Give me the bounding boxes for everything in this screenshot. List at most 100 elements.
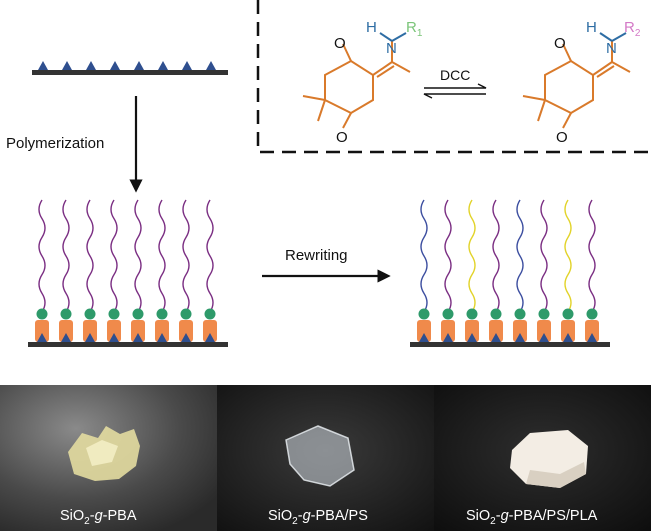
polymer-chain <box>86 199 94 313</box>
substrate-bar <box>28 342 228 347</box>
polymer-chain <box>158 199 166 313</box>
anchor-bead <box>36 308 48 320</box>
linker-block <box>465 320 479 342</box>
initiator-triangle <box>205 333 215 342</box>
anchor-bead <box>180 308 192 320</box>
linker-block <box>203 320 217 342</box>
linker-block <box>59 320 73 342</box>
initiator-triangle <box>38 61 48 70</box>
ring-left <box>324 59 374 115</box>
initiator-triangle <box>158 61 168 70</box>
grafted-surface-initial <box>28 199 228 347</box>
nr-bond-left <box>391 32 407 42</box>
polymer-chain <box>420 199 428 313</box>
nr-bond-right <box>611 32 627 42</box>
hydrogen-left: H <box>366 19 377 36</box>
initiator-triangle <box>419 333 429 342</box>
polymer-chain <box>444 199 452 313</box>
anchor-bead <box>108 308 120 320</box>
initiator-triangle <box>85 333 95 342</box>
linker-block <box>513 320 527 342</box>
sample-pba-ps-pla-shade <box>526 462 586 488</box>
polymer-chain <box>182 199 190 313</box>
linker-block <box>489 320 503 342</box>
polymer-chain <box>492 199 500 313</box>
caption-pba-ps-pla: SiO2-g-PBA/PS/PLA <box>466 508 598 527</box>
molecule-right: O O H N R2 <box>522 19 641 146</box>
ring-right <box>544 59 594 115</box>
linker-block <box>131 320 145 342</box>
polymer-chain <box>540 199 548 313</box>
linker-block <box>179 320 193 342</box>
polymer-chain <box>62 199 70 313</box>
initiator-triangle <box>467 333 477 342</box>
grafted-surface-rewritten <box>410 199 610 347</box>
polymer-chain <box>110 199 118 313</box>
polymerization-step: Polymerization <box>6 96 143 193</box>
initiator-triangle <box>587 333 597 342</box>
linker-block <box>155 320 169 342</box>
initiator-triangle <box>109 333 119 342</box>
molecule-left: O O H N R1 <box>302 19 423 146</box>
initiator-triangle <box>539 333 549 342</box>
linker-block <box>107 320 121 342</box>
initiator-triangle <box>515 333 525 342</box>
initiator-triangle <box>157 333 167 342</box>
substrate-bar <box>410 342 610 347</box>
anchor-bead <box>60 308 72 320</box>
equilibrium-arrows: DCC <box>423 67 487 99</box>
photo-panel-pba: SiO2-g-PBA <box>0 385 217 531</box>
nitrogen-right: N <box>606 40 617 57</box>
polymer-chain <box>588 199 596 313</box>
ring-left-double <box>376 65 395 78</box>
initiator-triangle <box>134 61 144 70</box>
nitrogen-left: N <box>386 40 397 57</box>
initiator-triangle <box>110 61 120 70</box>
anchor-bead <box>418 308 430 320</box>
forward-arrow <box>424 83 487 89</box>
initiator-triangle <box>37 333 47 342</box>
polymer-chain <box>516 199 524 313</box>
ring-left-substituents <box>302 41 411 129</box>
polymer-chain <box>564 199 572 313</box>
polymer-chain <box>206 199 214 313</box>
initiator-triangle <box>206 61 216 70</box>
polymer-chain <box>134 199 142 313</box>
caption-pba-ps: SiO2-g-PBA/PS <box>268 508 368 527</box>
r-group-right: R2 <box>624 19 641 39</box>
polymerization-label: Polymerization <box>6 135 104 152</box>
initiator-triangle <box>61 333 71 342</box>
initiator-triangle <box>443 333 453 342</box>
bare-substrate <box>32 61 228 75</box>
anchor-bead <box>586 308 598 320</box>
initiator-triangle <box>62 61 72 70</box>
substrate-bar <box>32 70 228 75</box>
oxygen-top-right: O <box>554 35 566 52</box>
linker-block <box>537 320 551 342</box>
ring-right-double <box>596 65 615 78</box>
caption-pba: SiO2-g-PBA <box>60 508 137 527</box>
linker-block <box>417 320 431 342</box>
anchor-bead <box>562 308 574 320</box>
linker-block <box>585 320 599 342</box>
photo-panel-pba-ps-pla: SiO2-g-PBA/PS/PLA <box>434 385 651 531</box>
rewriting-label: Rewriting <box>285 247 348 264</box>
polymer-chain <box>38 199 46 313</box>
oxygen-bottom-right: O <box>556 129 568 146</box>
photo-strip: SiO2-g-PBA SiO2-g-PBA/PS SiO2-g-PBA/PS/P… <box>0 385 651 531</box>
hydrogen-right: H <box>586 19 597 36</box>
anchor-bead <box>490 308 502 320</box>
anchor-bead <box>466 308 478 320</box>
polymer-chain <box>468 199 476 313</box>
linker-block <box>561 320 575 342</box>
reverse-arrow <box>423 93 486 99</box>
sample-pba-ps <box>286 426 354 486</box>
catalyst-label: DCC <box>440 67 470 83</box>
initiator-triangle <box>86 61 96 70</box>
anchor-bead <box>442 308 454 320</box>
dashed-border <box>256 0 648 154</box>
ring-right-substituents <box>522 41 631 129</box>
anchor-bead <box>204 308 216 320</box>
initiator-triangle <box>491 333 501 342</box>
